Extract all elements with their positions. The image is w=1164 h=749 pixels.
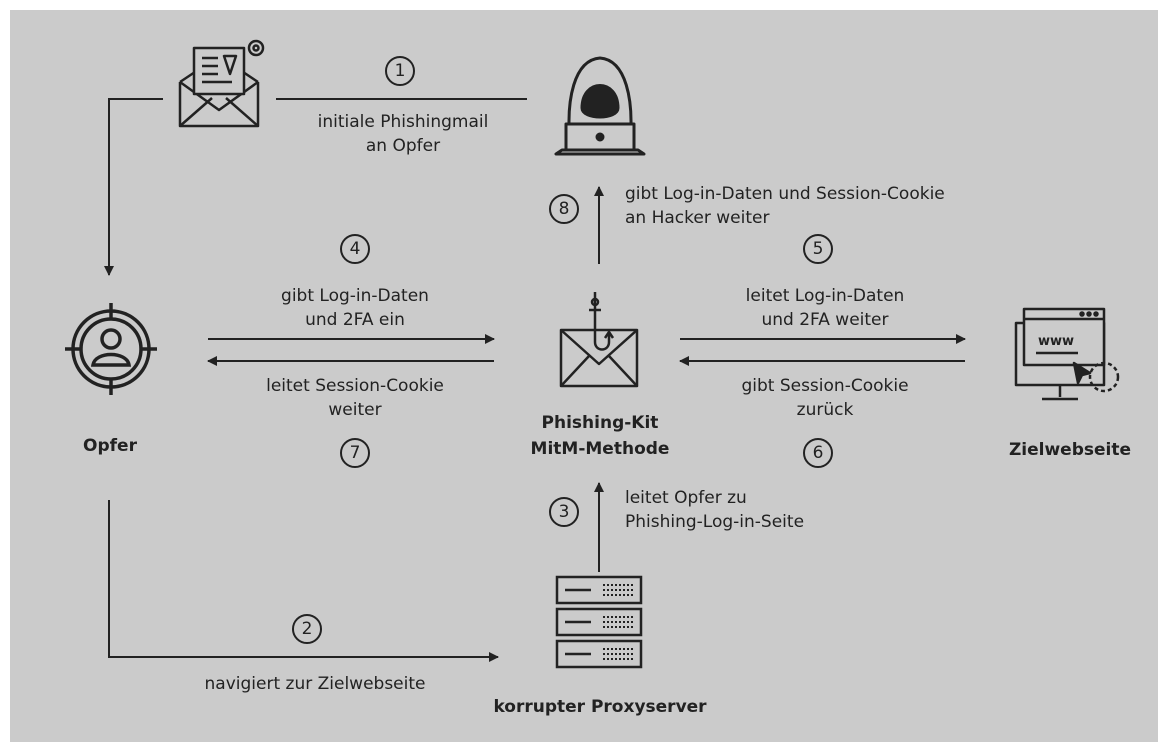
step-number-4: 4 [340,234,370,264]
step-text-6: gibt Session-Cookie zurück [741,376,909,420]
step-number-8: 8 [549,194,579,224]
www-monitor-icon: www [1014,307,1120,401]
step-text-5: leitet Log-in-Daten und 2FA weiter [745,286,905,330]
target-user-icon [65,303,157,395]
step-number-1: 1 [385,56,415,86]
step-text-2: navigiert zur Zielwebseite [204,674,426,694]
step-text-1: initiale Phishingmail an Opfer [317,112,489,156]
arrow-step-2 [108,500,499,662]
step-text-7: leitet Session-Cookie weiter [266,376,444,420]
line-email-to-victim [104,98,163,276]
step-number-3: 3 [549,497,579,527]
node-label-phishing-kit: Phishing-Kit MitM-Methode [530,413,670,459]
node-label-victim: Opfer [83,436,137,456]
node-label-proxy: korrupter Proxyserver [493,697,707,717]
node-label-target-site: Zielwebseite [1008,440,1132,460]
step-number-5: 5 [803,234,833,264]
hooded-hacker-laptop-icon [554,56,646,156]
hook-envelope-icon [559,292,639,388]
step-text-8: gibt Log-in-Daten und Session-Cookie an … [625,184,945,228]
step-number-7: 7 [340,438,370,468]
svg-text:www: www [1038,334,1074,349]
diagram-canvas: www Opfer Phishing-Kit MitM-Methode Ziel… [10,10,1158,742]
step-number-6: 6 [803,438,833,468]
connector-layer [104,98,966,662]
step-text-4: gibt Log-in-Daten und 2FA ein [281,286,429,330]
envelope-letter-icon [178,39,265,128]
step-number-2: 2 [292,614,322,644]
step-text-3: leitet Opfer zu Phishing-Log-in-Seite [625,488,805,532]
server-rack-icon [555,575,643,669]
